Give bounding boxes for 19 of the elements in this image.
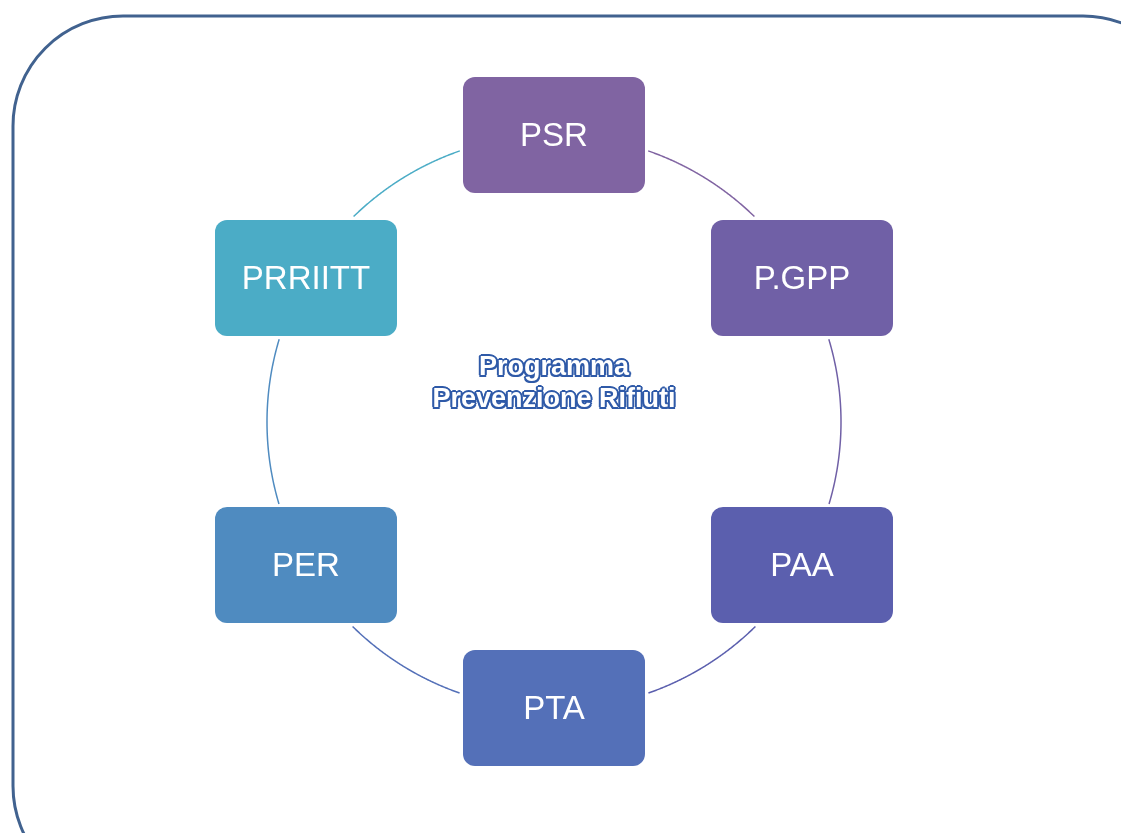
box-label: PRRIITT [241, 259, 371, 297]
connector-arc [266, 338, 280, 505]
box-label: P.GPP [753, 259, 851, 297]
program-box [463, 77, 645, 193]
program-box [711, 507, 893, 623]
connector-arc [352, 150, 461, 218]
connector-arc [647, 625, 757, 694]
box-label: PAA [770, 546, 834, 584]
program-box [215, 507, 397, 623]
box-label: PER [272, 546, 340, 584]
connector-arc [647, 150, 756, 218]
center-title: Programma Prevenzione Rifiuti [431, 350, 677, 415]
box-label: PSR [520, 116, 588, 154]
program-box [215, 220, 397, 336]
program-box [711, 220, 893, 336]
connector-arc [351, 625, 461, 694]
box-label: PTA [523, 689, 585, 727]
connector-arc [828, 338, 842, 505]
program-box [463, 650, 645, 766]
